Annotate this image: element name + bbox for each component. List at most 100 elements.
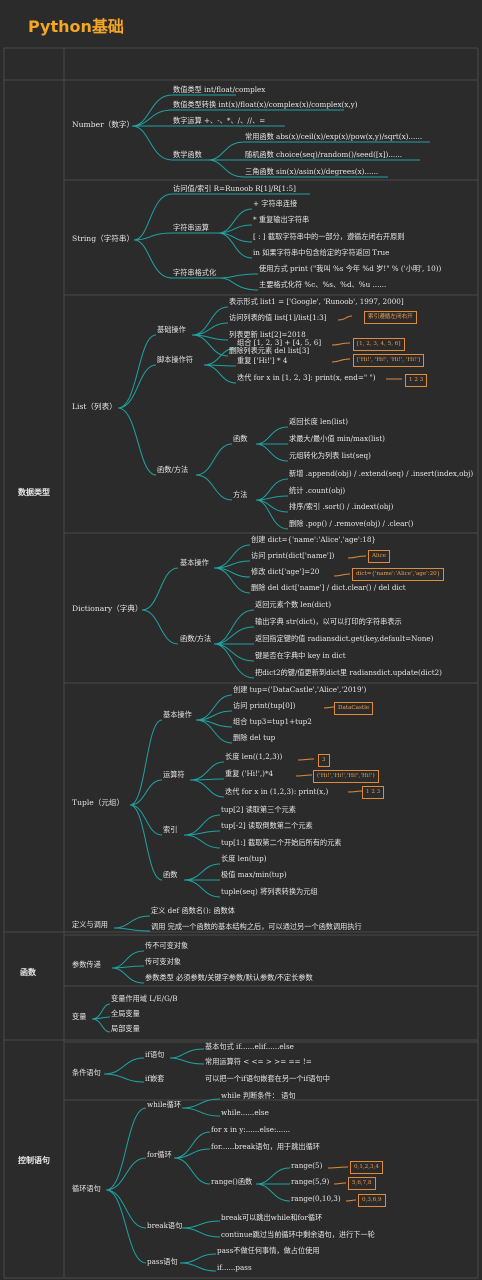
- tuple-ops: 运算符: [163, 770, 185, 779]
- func-mutable: 传可变对象: [145, 957, 181, 966]
- section-data-types: 数据类型: [18, 488, 50, 497]
- tuple-fmax: 极值 max/min(tup): [221, 870, 287, 879]
- string-fmt: 字符串格式化: [173, 268, 217, 277]
- ctrl-nested-desc: 可以把一个if语句嵌套在另一个if语句中: [205, 1074, 330, 1083]
- list-maxmin: 求最大/最小值 min/max(list): [289, 434, 385, 443]
- string-usage: 使用方式 print ("我叫 %s 今年 %d 岁!" % ('小明', 10…: [259, 264, 442, 273]
- section-functions: 函数: [20, 968, 36, 977]
- tuple-iter: 迭代 for x in (1,2,3): print(x,): [225, 787, 329, 796]
- list-script: 脚本操作符: [157, 355, 193, 364]
- number-convert: 数值类型转换 int(x)/float(x)/complex(x)/comple…: [173, 100, 358, 109]
- tuple-create: 创建 tup=('DataCastle','Alice','2019'): [233, 685, 367, 694]
- dict-in: 键是否在字典中 key in dict: [255, 651, 346, 660]
- number-random: 随机函数 choice(seq)/random()/seed([x]).....…: [245, 150, 403, 159]
- section-control: 控制语句: [18, 1156, 50, 1165]
- string-star: * 重复输出字符串: [253, 215, 310, 224]
- ctrl-cmp: 常用运算符 < <= > >= == !=: [205, 1057, 312, 1066]
- page-title: Python基础: [28, 17, 124, 36]
- ctrl-b1: break可以跳出while和for循环: [221, 1213, 323, 1222]
- tuple-im2: tup[-2] 读取倒数第二个元素: [221, 821, 313, 830]
- ctrl-basic: 基本句式 if......elif......else: [205, 1042, 294, 1051]
- tuple-func: 函数: [163, 870, 178, 879]
- dict-modify: 修改 dict['age']=20: [251, 567, 320, 576]
- ctrl-break: break语句: [147, 1221, 183, 1230]
- tuple-node: Tuple（元组）: [72, 798, 125, 807]
- list-repeat-result: ['Hi!', 'Hi!', 'Hi!', 'Hi!']: [353, 354, 424, 367]
- list-method: 方法: [233, 490, 248, 499]
- list-access: 访问列表的值 list[1]/list[1:3]: [229, 313, 327, 322]
- ctrl-pass: pass语句: [147, 1257, 178, 1266]
- dict-str: 输出字典 str(dict)，以可以打印的字符串表示: [255, 617, 402, 626]
- list-combine: 组合 [1, 2, 3] + [4, 5, 6]: [237, 338, 322, 347]
- string-in: in 如果字符串中包含给定的字符返回 True: [253, 248, 390, 257]
- dict-basic: 基本操作: [180, 558, 209, 567]
- func-var: 变量: [72, 1012, 87, 1021]
- tuple-visit-result: DataCastle: [334, 702, 374, 715]
- ctrl-if: if语句: [145, 1050, 165, 1059]
- tuple-repeat-result: ('Hi!','Hi!','Hi!','Hi!'): [313, 770, 379, 783]
- list-form: 表示形式 list1 = ['Google', 'Runoob', 1997, …: [229, 297, 404, 306]
- number-node: Number（数字）: [72, 120, 135, 129]
- dict-node: Dictionary（字典）: [72, 604, 143, 613]
- string-plus: + 字符串连接: [253, 199, 298, 208]
- tuple-repeat: 重复 ('Hi!',)*4: [225, 769, 274, 778]
- func-params: 参数传递: [72, 960, 101, 969]
- string-node: String（字符串）: [72, 234, 135, 243]
- ctrl-for: for循环: [147, 1150, 172, 1159]
- list-count: 统计 .count(obj): [289, 486, 346, 495]
- func-local: 局部变量: [111, 1024, 140, 1033]
- dict-update: 把dict2的键/值更新到dict里 radiansdict.update(di…: [255, 668, 442, 677]
- tuple-basic: 基本操作: [163, 710, 192, 719]
- string-ops: 字符串运算: [173, 223, 209, 232]
- dict-modify-result: dict={'name':'Alice','age':20}: [352, 568, 445, 581]
- number-ops: 数字运算 +、-、*、/、//、=: [173, 116, 266, 125]
- list-iter-result: 1 2 3: [405, 374, 428, 387]
- list-access-note: 索引遵循左闭右开: [364, 311, 417, 324]
- func-defcall: 定义与调用: [72, 920, 108, 929]
- dict-funcmeth: 函数/方法: [180, 634, 212, 643]
- list-update: 列表更新 list[2]=2018: [229, 330, 306, 339]
- func-global: 全局变量: [111, 1009, 140, 1018]
- string-slice: [ : ] 截取字符串中的一部分，遵循左闭右开原则: [253, 232, 405, 241]
- ctrl-r1: range(5): [291, 1161, 323, 1170]
- list-sort: 排序/索引 .sort() / .indext(obj): [289, 502, 394, 511]
- list-add: 新增 .append(obj) / .extend(seq) / .insert…: [289, 469, 474, 478]
- number-types: 数值类型 int/float/complex: [173, 85, 266, 94]
- func-ptype: 参数类型 必须参数/关键字参数/默认参数/不定长参数: [145, 973, 313, 982]
- tuple-len-result: 3: [318, 754, 330, 767]
- list-tolist: 元组转化为列表 list(seq): [289, 451, 371, 460]
- ctrl-r3-result: 0,3,6,9: [358, 1194, 386, 1207]
- dict-get: 返回指定键的值 radiansdict.get(key,default=None…: [255, 634, 434, 643]
- number-funcs: 数学函数: [173, 150, 202, 159]
- dict-len: 返回元素个数 len(dict): [255, 600, 332, 609]
- func-define: 定义 def 函数名(): 函数体: [151, 906, 235, 915]
- ctrl-b2: continue跳过当前循环中剩余语句，进行下一轮: [221, 1230, 375, 1239]
- dict-visit: 访问 print(dict['name']): [251, 551, 335, 560]
- list-len: 返回长度 len(list): [289, 417, 348, 426]
- title-bar: Python基础: [0, 0, 482, 48]
- tuple-index: 索引: [163, 825, 178, 834]
- list-funcmeth: 函数/方法: [157, 465, 189, 474]
- number-common: 常用函数 abs(x)/ceil(x)/exp(x)/pow(x,y)/sqrt…: [245, 132, 423, 141]
- tuple-i2: tup[2] 读取第三个元素: [221, 805, 296, 814]
- tuple-i1: tup[1:] 截取第二个开始后所有的元素: [221, 838, 342, 847]
- list-func: 函数: [233, 434, 248, 443]
- func-immutable: 传不可变对象: [145, 941, 189, 950]
- ctrl-nested: if嵌套: [145, 1074, 165, 1083]
- ctrl-loop: 循环语句: [72, 1184, 101, 1193]
- tuple-combine: 组合 tup3=tup1+tup2: [233, 717, 312, 726]
- ctrl-r2: range(5,9): [291, 1177, 330, 1186]
- ctrl-r2-result: 5,6,7,8: [348, 1177, 376, 1190]
- tuple-len: 长度 len((1,2,3)): [225, 752, 283, 761]
- tuple-flen: 长度 len(tup): [221, 854, 267, 863]
- list-combine-result: [1, 2, 3, 4, 5, 6]: [353, 338, 405, 351]
- tuple-iter-result: 1 2 3: [362, 786, 385, 799]
- list-del: 删除 .pop() / .remove(obj) / .clear(): [289, 519, 414, 528]
- ctrl-p2: if......pass: [217, 1263, 252, 1272]
- string-access: 访问值/索引 R=Runoob R[1]/R[1:5]: [173, 184, 296, 193]
- dict-delete: 删除 del dict['name'] / dict.clear() / del…: [251, 583, 406, 592]
- list-iter: 迭代 for x in [1, 2, 3]: print(x, end=" "): [237, 373, 376, 382]
- ctrl-w2: while......else: [221, 1108, 269, 1117]
- ctrl-p1: pass不做任何事情，做占位使用: [217, 1246, 320, 1255]
- dict-visit-result: Alice: [368, 550, 391, 563]
